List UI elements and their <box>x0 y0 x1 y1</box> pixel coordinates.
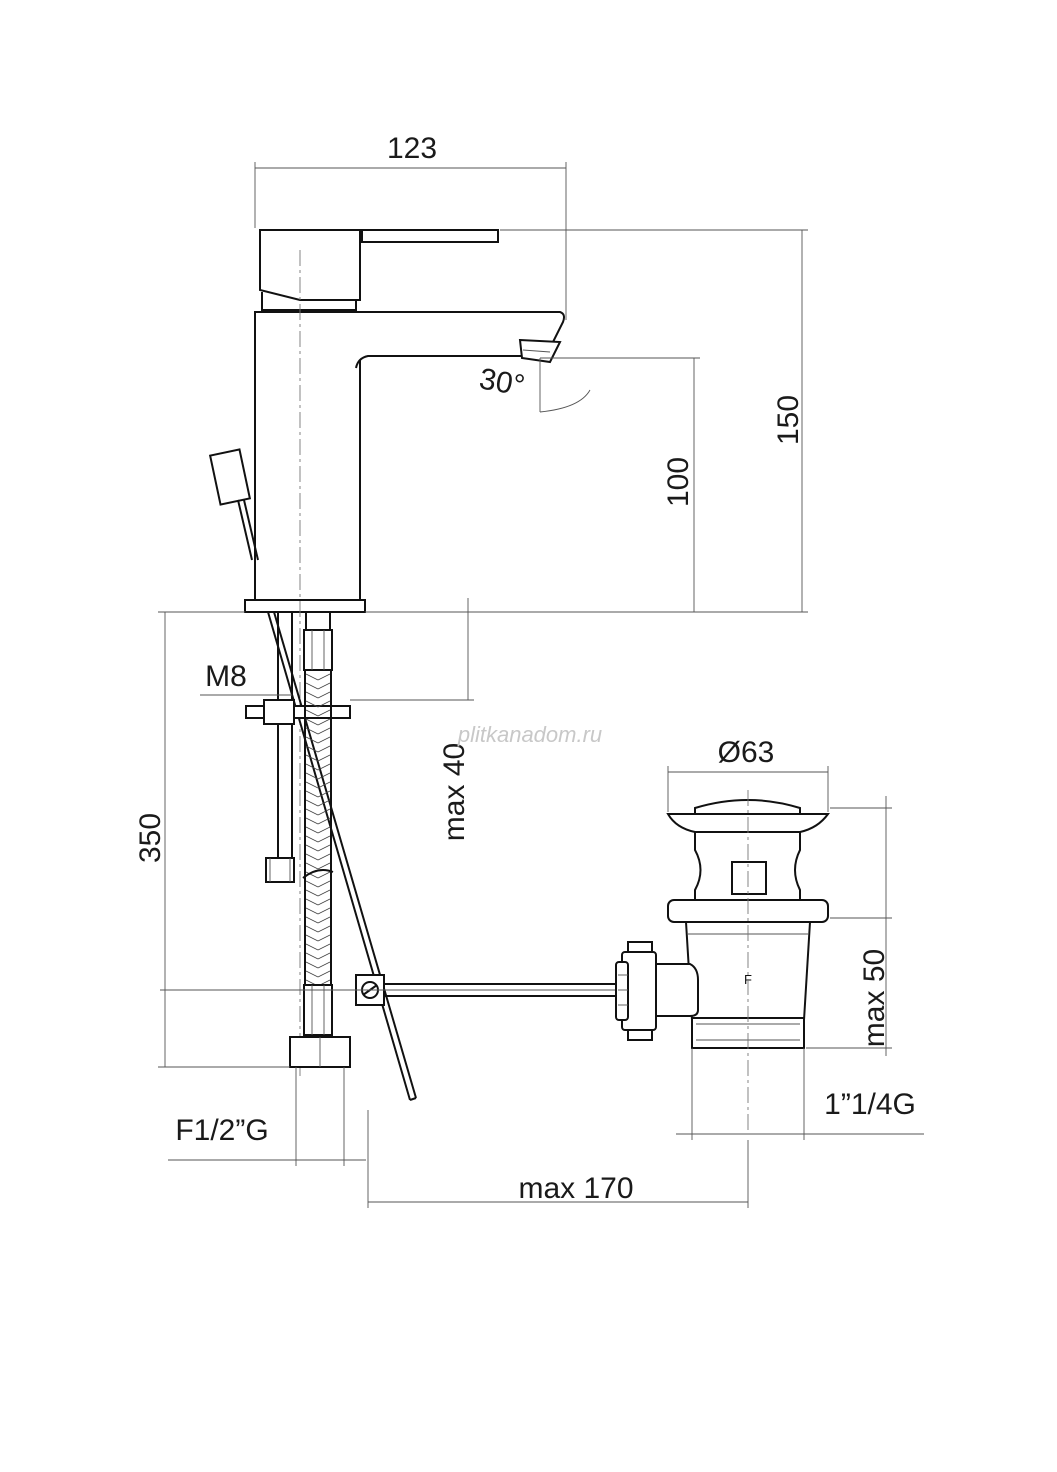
dim-drain-diameter: Ø63 <box>718 736 775 769</box>
dim-spout-height: 100 <box>662 457 695 507</box>
faucet-body <box>244 229 565 1080</box>
thread-rod <box>245 612 351 883</box>
dim-spout-angle: 30° <box>477 362 527 402</box>
dim-hose-length: 350 <box>134 813 167 863</box>
dimension-lines <box>158 162 924 1208</box>
dim-max-deck: max 40 <box>438 743 471 841</box>
dim-drain-thread: 1”1/4G <box>824 1088 916 1121</box>
watermark: plitkanadom.ru <box>457 722 602 747</box>
pop-up-rod <box>208 448 417 1101</box>
dim-drain-height: max 50 <box>858 949 891 1047</box>
dim-rod-length: max 170 <box>518 1172 633 1205</box>
pop-up-drain: F <box>615 790 830 1130</box>
dim-width-total: 123 <box>387 132 437 165</box>
dim-hose-connection: F1/2”G <box>175 1114 268 1147</box>
dim-thread-rod: M8 <box>205 660 247 693</box>
flex-hose <box>289 611 351 1068</box>
dim-height-total: 150 <box>772 395 805 445</box>
linkage-rod <box>160 974 640 1006</box>
